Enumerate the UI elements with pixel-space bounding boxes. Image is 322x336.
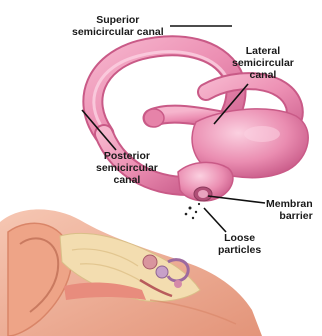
loose-particles-label: Loose particles (218, 232, 261, 256)
lateral-label-line2: semicircular (232, 57, 294, 69)
membrane-leader-line (208, 196, 265, 203)
loose-label-line2: particles (218, 244, 261, 256)
superior-label-line1: Superior (72, 14, 164, 26)
membrane-label-line2: barrier (266, 210, 313, 222)
posterior-canal-label: Posterior semicircular canal (96, 150, 158, 186)
lateral-label-line3: canal (232, 69, 294, 81)
loose-particles-leader-line (204, 208, 226, 232)
posterior-label-line2: semicircular (96, 162, 158, 174)
posterior-label-line3: canal (96, 174, 158, 186)
lateral-canal-label: Lateral semicircular canal (232, 45, 294, 81)
superior-canal-label: Superior semicircular canal (72, 14, 164, 38)
membrane-label-line1: Membran (266, 198, 313, 210)
lateral-label-line1: Lateral (232, 45, 294, 57)
membrane-barrier-label: Membran barrier (266, 198, 313, 222)
superior-label-line2: semicircular canal (72, 26, 164, 38)
posterior-label-line1: Posterior (96, 150, 158, 162)
loose-label-line1: Loose (218, 232, 261, 244)
